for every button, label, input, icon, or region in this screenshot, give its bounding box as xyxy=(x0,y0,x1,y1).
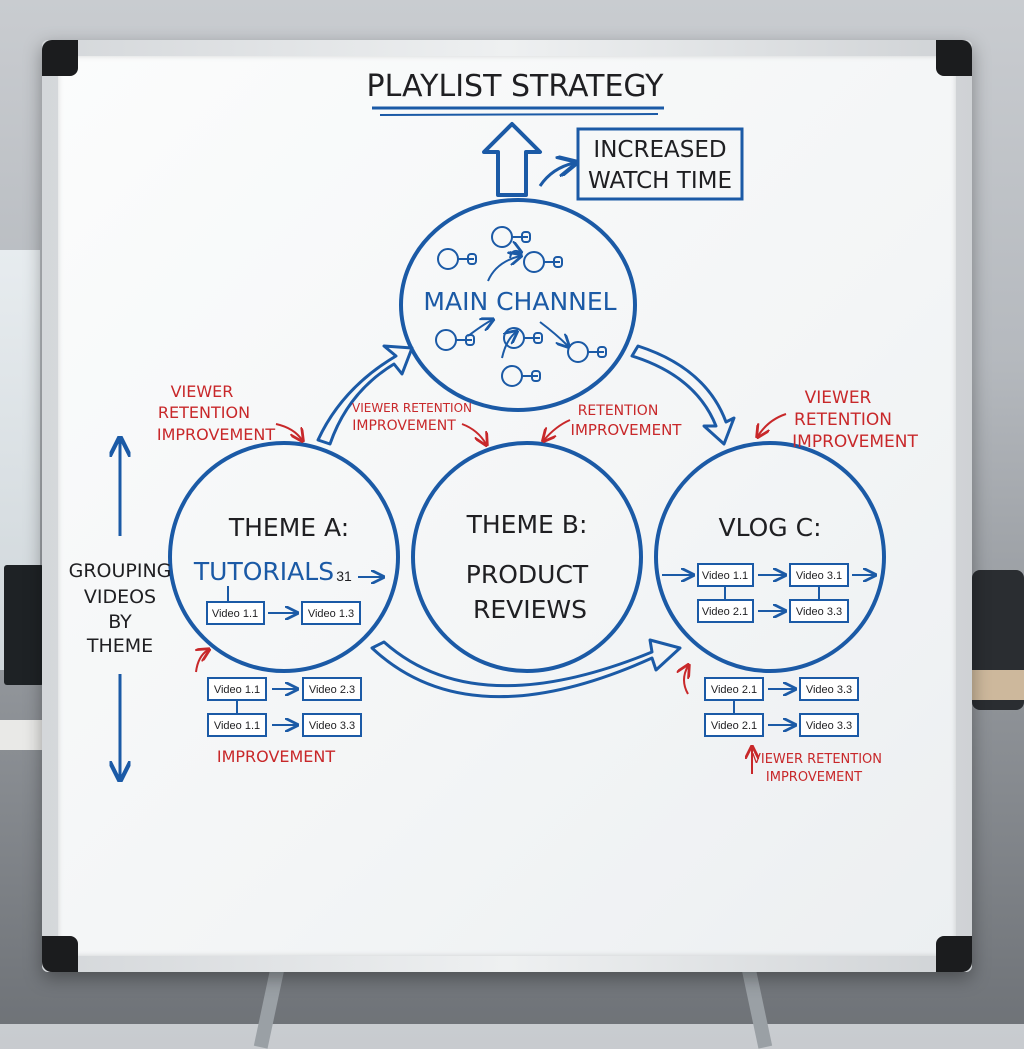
annotation-left-arrow xyxy=(275,423,302,440)
annotation-mid-right-line-1: RETENTION xyxy=(578,403,659,419)
under-a-video-box xyxy=(302,713,362,737)
viewer-nodes xyxy=(435,226,607,387)
under-a-video-label: Video 2.3 xyxy=(309,684,355,696)
theme-a-video-label: Video 1.3 xyxy=(308,608,354,620)
vlog-c-video-label: Video 3.3 xyxy=(796,606,842,618)
under-c-video-label: Video 3.3 xyxy=(806,684,852,696)
under-c-video-box xyxy=(799,713,859,737)
diagram-title: PLAYLIST STRATEGY xyxy=(366,69,664,104)
flow-arrow-bottom xyxy=(370,638,682,699)
under-c-video-box xyxy=(799,677,859,701)
vlog-c-circle xyxy=(654,441,886,673)
side-label-line-3: BY xyxy=(108,611,132,633)
theme-b-name-line-2: REVIEWS xyxy=(473,595,587,624)
viewer-node-icon xyxy=(491,226,513,248)
under-c-video-label: Video 2.1 xyxy=(711,720,757,732)
viewer-node-icon xyxy=(437,248,459,270)
vlog-c-video-box xyxy=(697,599,754,623)
frame-corner-top-left xyxy=(42,40,78,76)
annotation-mid-left-line-1: VIEWER RETENTION xyxy=(352,401,472,415)
theme-b-heading: THEME B: xyxy=(466,510,588,539)
under-c-note-line-1: VIEWER RETENTION xyxy=(752,752,882,767)
theme-b-circle xyxy=(411,441,643,673)
under-a-video-label: Video 1.1 xyxy=(214,720,260,732)
annotation-right-arrow xyxy=(758,413,787,436)
theme-a-video-label: Video 1.1 xyxy=(212,608,258,620)
under-c-video-label: Video 2.1 xyxy=(711,684,757,696)
annotation-mid-right-line-2: IMPROVEMENT xyxy=(571,421,683,439)
vlog-c-video-label: Video 3.1 xyxy=(796,570,842,582)
theme-a-heading: THEME A: xyxy=(228,513,349,542)
annotation-left-line-1: VIEWER xyxy=(171,382,234,401)
vlog-c-video-label: Video 1.1 xyxy=(702,570,748,582)
under-c-video-box xyxy=(704,713,764,737)
side-label-line-4: THEME xyxy=(86,635,153,657)
frame-corner-bottom-left xyxy=(42,936,78,972)
viewer-node-icon xyxy=(501,365,523,387)
outcome-pointer-arrow xyxy=(538,163,574,187)
under-a-video-box xyxy=(207,713,267,737)
theme-a-video-box xyxy=(206,601,265,625)
flow-arrow-main-to-vlog xyxy=(630,344,736,446)
annotation-mid-left-arrow xyxy=(461,423,486,444)
background-desk xyxy=(0,720,44,750)
title-underline-2 xyxy=(379,113,659,116)
flow-arrow-theme-a-to-main xyxy=(316,344,414,446)
under-c-note-line-2: IMPROVEMENT xyxy=(766,770,862,785)
background-desk-right xyxy=(972,670,1024,700)
up-arrow-icon xyxy=(482,122,542,197)
under-a-video-box xyxy=(302,677,362,701)
theme-b-name-line-1: PRODUCT xyxy=(466,560,589,589)
under-a-video-label: Video 3.3 xyxy=(309,720,355,732)
outcome-line-1: INCREASED xyxy=(593,137,726,163)
vlog-c-heading: VLOG C: xyxy=(718,513,821,542)
main-channel-label: MAIN CHANNEL xyxy=(423,287,616,316)
playlist-diagram: PLAYLIST STRATEGY INCREASED WATCH TIME M… xyxy=(69,69,919,785)
viewer-flow-arrows xyxy=(467,251,568,359)
annotation-right-line-2: RETENTION xyxy=(794,410,892,430)
annotation-right-line-1: VIEWER xyxy=(805,388,872,408)
background-monitor xyxy=(4,565,44,685)
frame-corner-top-right xyxy=(936,40,972,76)
annotation-left-line-2: RETENTION xyxy=(158,403,250,422)
vlog-c-video-box xyxy=(789,599,849,623)
theme-a-circle xyxy=(168,441,400,673)
under-a-note: IMPROVEMENT xyxy=(217,747,336,766)
annotation-mid-right-arrow xyxy=(544,419,571,440)
frame-corner-bottom-right xyxy=(936,936,972,972)
outcome-line-2: WATCH TIME xyxy=(588,168,732,194)
under-c-video-label: Video 3.3 xyxy=(806,720,852,732)
viewer-node-icon xyxy=(523,251,545,273)
annotation-mid-left-line-2: IMPROVEMENT xyxy=(352,418,456,434)
under-a-red-arrow xyxy=(196,650,208,673)
vlog-c-video-label: Video 2.1 xyxy=(702,606,748,618)
whiteboard-surface xyxy=(58,56,956,956)
viewer-node-icon xyxy=(567,341,589,363)
annotation-left-line-3: IMPROVEMENT xyxy=(157,425,276,444)
theme-a-counter: 31 xyxy=(336,568,352,584)
side-label-line-2: VIDEOS xyxy=(84,586,156,608)
viewer-node-icon xyxy=(435,329,457,351)
theme-a-name: TUTORIALS xyxy=(193,557,334,586)
annotation-right-line-3: IMPROVEMENT xyxy=(792,432,918,452)
side-label-line-1: GROUPING xyxy=(69,560,172,582)
theme-a-video-box xyxy=(301,601,361,625)
under-c-red-arrow xyxy=(684,666,688,695)
under-a-video-label: Video 1.1 xyxy=(214,684,260,696)
main-channel-circle xyxy=(399,198,637,412)
